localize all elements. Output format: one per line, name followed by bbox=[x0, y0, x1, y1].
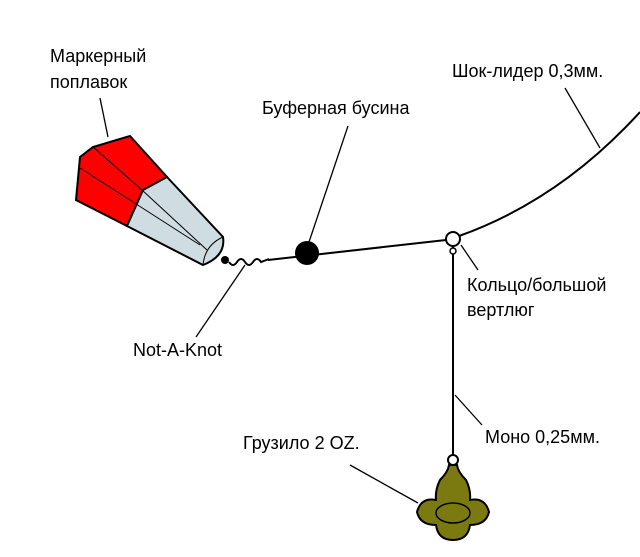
label-pointers bbox=[99, 87, 601, 504]
not-a-knot bbox=[221, 256, 270, 266]
float-label-line1: Маркерный bbox=[50, 46, 147, 66]
mono-label: Моно 0,25мм. bbox=[485, 427, 600, 447]
shock-leader-line bbox=[458, 111, 640, 237]
float-label-line2: поплавок bbox=[50, 72, 128, 92]
main-line bbox=[267, 239, 447, 261]
buffer-bead bbox=[295, 241, 319, 265]
weight-label: Грузило 2 OZ. bbox=[243, 433, 360, 453]
ring-label-line2: вертлюг bbox=[467, 300, 535, 320]
lead-weight bbox=[415, 454, 491, 542]
knot-label: Not-A-Knot bbox=[133, 340, 223, 360]
marker-float bbox=[74, 134, 225, 267]
ring-label-line1: Кольцо/большой bbox=[467, 275, 607, 295]
ring-swivel bbox=[445, 231, 461, 247]
shock-leader-label: Шок-лидер 0,3мм. bbox=[452, 61, 604, 81]
bead-label: Буферная бусина bbox=[262, 98, 410, 118]
